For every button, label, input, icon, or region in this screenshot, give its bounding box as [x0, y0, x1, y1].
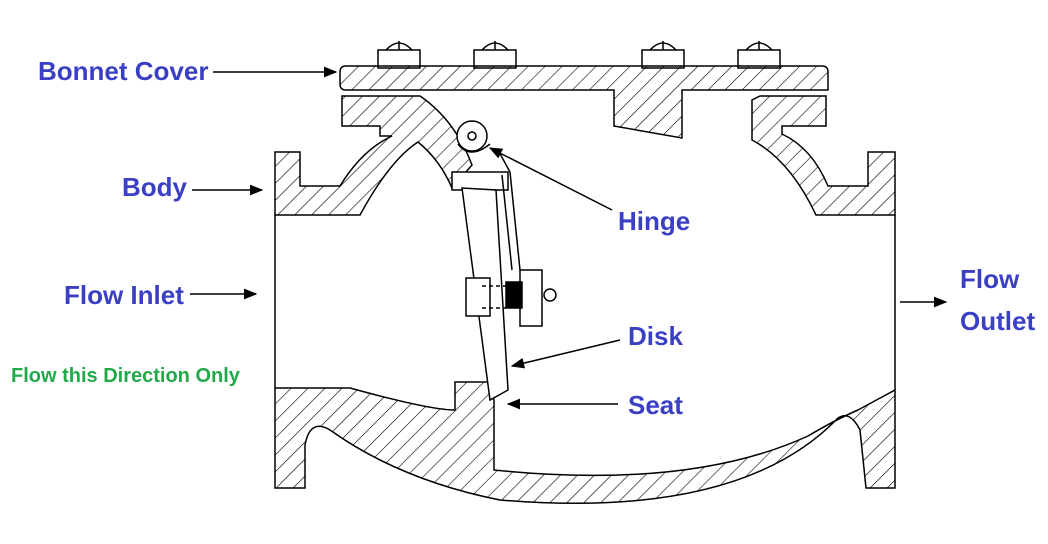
label-hinge: Hinge	[618, 206, 690, 236]
hinge-arrow	[488, 147, 613, 211]
bolt	[377, 41, 421, 69]
bonnet-cover-part	[339, 65, 829, 139]
label-flow-outlet-line2: Outlet	[960, 306, 1035, 336]
label-flow-outlet-line1: Flow	[960, 264, 1020, 294]
disk-assembly	[451, 149, 557, 402]
body-bottom-with-seat	[274, 381, 896, 505]
bolt	[737, 41, 781, 69]
hinge-pin	[456, 120, 491, 153]
label-disk: Disk	[628, 321, 683, 351]
label-flow-inlet: Flow Inlet	[64, 280, 184, 310]
body-right-flange	[751, 95, 896, 216]
labels: Bonnet Cover Body Flow Inlet Flow this D…	[11, 56, 1035, 420]
label-body: Body	[122, 172, 188, 202]
label-flow-direction: Flow this Direction Only	[11, 365, 241, 387]
label-bonnet-cover: Bonnet Cover	[38, 56, 208, 86]
bonnet-bolts	[377, 41, 781, 69]
bolt	[641, 41, 685, 69]
disk-arrow	[510, 339, 621, 369]
body-left-flange	[274, 95, 473, 216]
bolt	[473, 41, 517, 69]
leader-arrows	[190, 66, 948, 410]
label-seat: Seat	[628, 390, 683, 420]
